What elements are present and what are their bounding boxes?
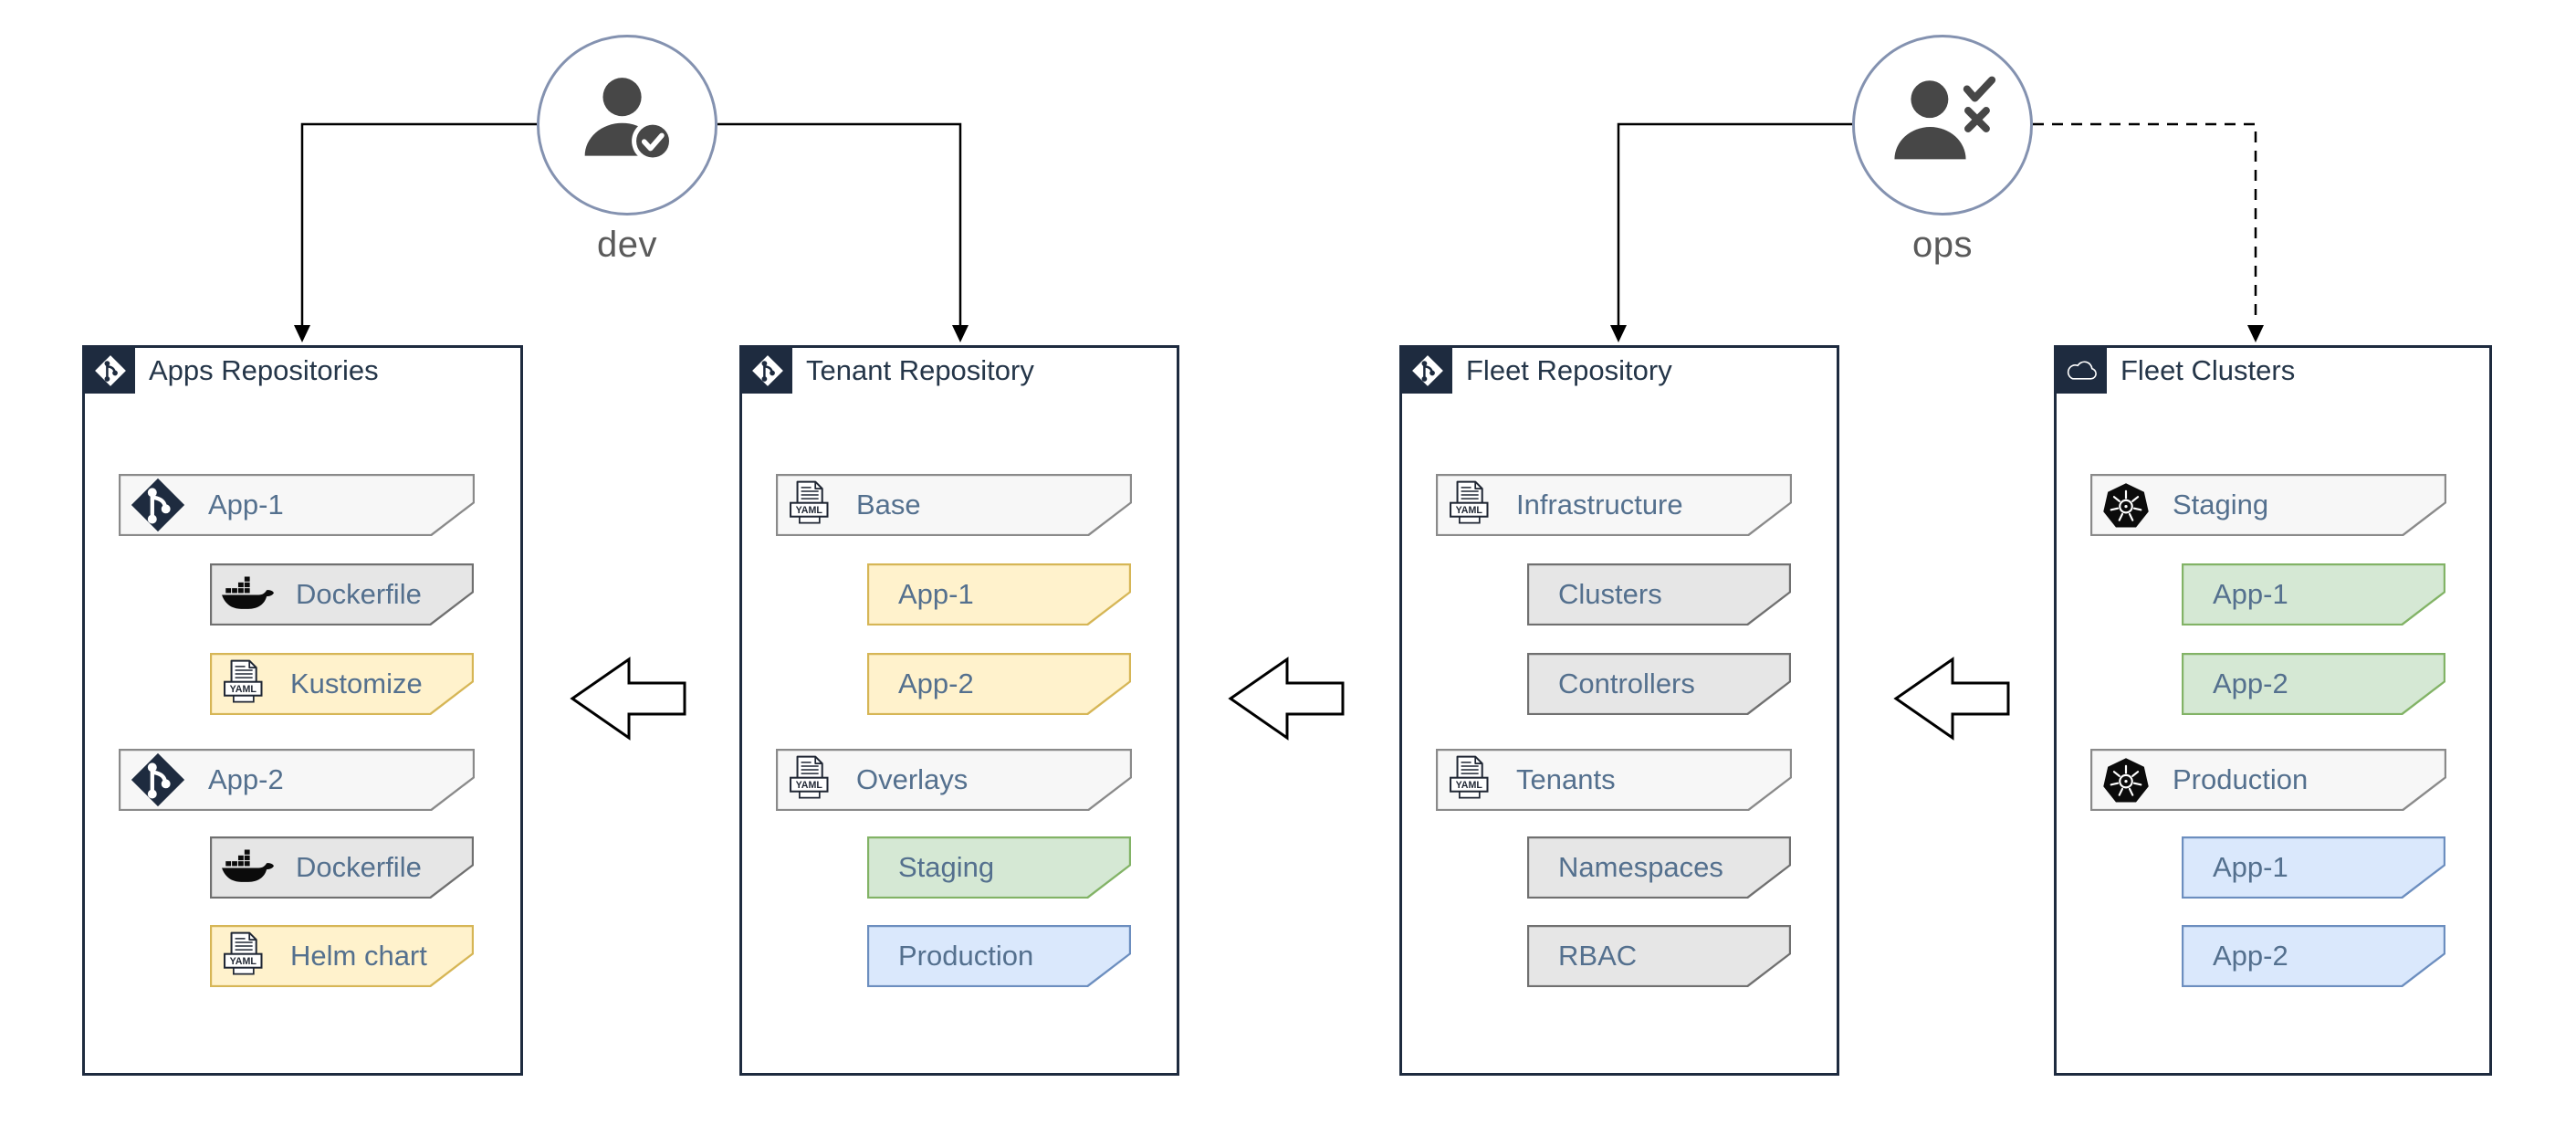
item-label: App-1: [898, 578, 974, 610]
panel-title: Fleet Clusters: [2120, 354, 2296, 386]
item-tenants: Tenants: [1436, 749, 1792, 811]
user-review-icon: [1888, 63, 2001, 176]
git-icon: [130, 752, 186, 808]
item-label: Base: [856, 489, 921, 520]
item-label: Staging: [2173, 489, 2269, 520]
item-staging-cluster: Staging: [2090, 474, 2446, 536]
item-label: Controllers: [1558, 668, 1695, 699]
item-helm-chart: Helm chart: [210, 925, 474, 987]
panel-title: Tenant Repository: [806, 354, 1034, 386]
item-label: Tenants: [1516, 763, 1616, 795]
arrowhead-icon: [2247, 325, 2264, 342]
item-rbac: RBAC: [1527, 925, 1791, 987]
item-label: Dockerfile: [296, 578, 422, 610]
panel-tenant-repository: Tenant Repository Base App-1 App-2 Overl…: [739, 345, 1179, 1076]
panel-fleet-clusters: Fleet Clusters Staging App-1 App-2 Produ…: [2054, 345, 2492, 1076]
item-app-2: App-2: [867, 653, 1131, 715]
item-app-1: App-1: [867, 563, 1131, 626]
panel-title: Apps Repositories: [149, 354, 379, 386]
ops-persona: [1852, 35, 2033, 216]
panel-title: Fleet Repository: [1466, 354, 1672, 386]
item-dockerfile: Dockerfile: [210, 836, 474, 899]
dev-to-apps-connector: [300, 122, 537, 329]
kubernetes-icon: [2101, 480, 2151, 530]
arrowhead-icon: [294, 325, 310, 342]
item-label: Dockerfile: [296, 851, 422, 883]
item-app-2: App-2: [119, 749, 475, 811]
yaml-file-icon: [787, 753, 834, 806]
item-kustomize: Kustomize: [210, 653, 474, 715]
flow-arrow-left-3: [1893, 657, 2010, 741]
item-clusters: Clusters: [1527, 563, 1791, 626]
item-app-2: App-2: [2182, 925, 2445, 987]
yaml-file-icon: [787, 478, 834, 531]
docker-icon: [221, 848, 274, 887]
git-icon: [1411, 354, 1444, 387]
item-label: Namespaces: [1558, 851, 1723, 883]
arrowhead-icon: [952, 325, 969, 342]
git-icon: [130, 477, 186, 533]
item-label: App-2: [2213, 668, 2288, 699]
git-icon: [751, 354, 784, 387]
item-label: App-2: [2213, 940, 2288, 972]
item-label: App-2: [898, 668, 974, 699]
panel-badge: [85, 348, 135, 394]
dev-label: dev: [597, 225, 657, 265]
yaml-file-icon: [1447, 478, 1494, 531]
item-base: Base: [776, 474, 1132, 536]
item-app-1: App-1: [2182, 836, 2445, 899]
cloud-icon: [2064, 358, 2100, 384]
dev-to-tenant-connector: [717, 122, 962, 329]
item-label: Infrastructure: [1516, 489, 1683, 520]
docker-icon: [221, 575, 274, 614]
flow-arrow-left-2: [1228, 657, 1345, 741]
item-controllers: Controllers: [1527, 653, 1791, 715]
dev-persona: [537, 35, 717, 216]
item-label: App-1: [208, 489, 284, 520]
item-label: Overlays: [856, 763, 969, 795]
item-label: App-1: [2213, 578, 2288, 610]
flow-arrow-left-1: [570, 657, 686, 741]
panel-badge: [2057, 348, 2107, 394]
item-app-2: App-2: [2182, 653, 2445, 715]
item-staging: Staging: [867, 836, 1131, 899]
kubernetes-icon: [2101, 755, 2151, 804]
ops-to-fleet-clusters-connector: [2033, 122, 2257, 323]
arrowhead-icon: [1610, 325, 1627, 342]
yaml-file-icon: [1447, 753, 1494, 806]
item-label: RBAC: [1558, 940, 1638, 972]
item-app-1: App-1: [119, 474, 475, 536]
item-app-1: App-1: [2182, 563, 2445, 626]
item-production: Production: [867, 925, 1131, 987]
item-overlays: Overlays: [776, 749, 1132, 811]
ops-label: ops: [1912, 225, 1973, 265]
item-label: Production: [898, 940, 1034, 972]
item-dockerfile: Dockerfile: [210, 563, 474, 626]
item-infrastructure: Infrastructure: [1436, 474, 1792, 536]
git-icon: [94, 354, 127, 387]
panel-fleet-repository: Fleet Repository Infrastructure Clusters…: [1399, 345, 1839, 1076]
yaml-file-icon: [221, 930, 268, 983]
item-production-cluster: Production: [2090, 749, 2446, 811]
item-label: Kustomize: [290, 668, 423, 699]
user-approved-icon: [572, 63, 686, 176]
panel-badge: [742, 348, 792, 394]
item-label: Production: [2173, 763, 2309, 795]
item-label: Staging: [898, 851, 995, 883]
item-label: App-1: [2213, 851, 2288, 883]
item-namespaces: Namespaces: [1527, 836, 1791, 899]
item-label: Clusters: [1558, 578, 1662, 610]
panel-badge: [1402, 348, 1452, 394]
ops-to-fleet-repo-connector: [1617, 122, 1852, 329]
item-label: App-2: [208, 763, 284, 795]
panel-apps-repositories: Apps Repositories App-1 Dockerfile Kusto…: [82, 345, 523, 1076]
item-label: Helm chart: [290, 940, 427, 972]
yaml-file-icon: [221, 657, 268, 710]
